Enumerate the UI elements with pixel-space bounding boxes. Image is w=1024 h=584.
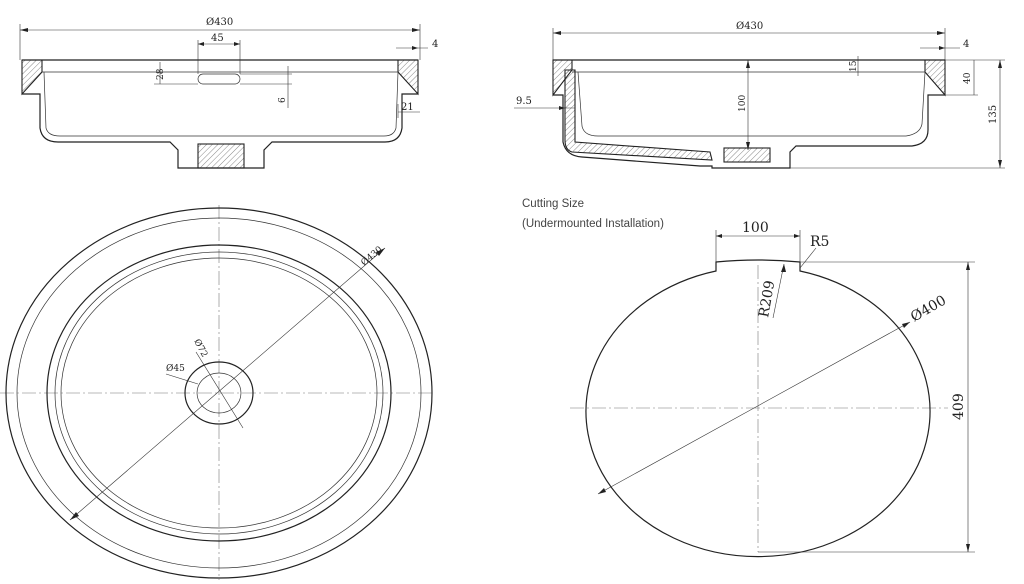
front-overflow-width: 45 [211, 33, 224, 44]
front-dia-label: Ø430 [206, 17, 233, 28]
cutting-title: Cutting Size [522, 198, 585, 210]
side-rim-thickness: 4 [963, 39, 969, 50]
cutting-height: 409 [951, 393, 967, 420]
cutting-size-view: 100 R5 R209 Ø400 409 [570, 220, 975, 558]
cutting-diameter: Ø400 [908, 293, 949, 326]
front-wall-dim: 21 [401, 102, 414, 113]
front-overflow-height: 28 [156, 68, 166, 80]
cutting-notch-width: 100 [742, 220, 769, 236]
cutting-arc-radius: R209 [756, 279, 778, 318]
side-rim-height: 40 [963, 72, 973, 84]
side-total-height: 135 [988, 105, 999, 124]
cutting-notch-radius: R5 [810, 234, 829, 250]
side-inner-depth: 100 [738, 95, 748, 112]
side-overflow-width: 9.5 [516, 96, 532, 107]
front-rim-thickness: 4 [432, 39, 438, 50]
side-top-depth: 15 [849, 60, 859, 72]
top-plan-view: Ø430 Ø72 Ø45 [0, 205, 434, 580]
front-section-view: Ø430 45 28 6 4 [19, 17, 438, 169]
side-section-view: Ø430 4 15 40 135 100 [514, 21, 1005, 169]
cutting-subtitle: (Undermounted Installation) [522, 218, 664, 230]
front-overflow-offset: 6 [278, 97, 288, 103]
top-waste-outer: Ø72 [191, 337, 210, 359]
top-waste-inner: Ø45 [166, 363, 185, 374]
side-dia-label: Ø430 [736, 21, 763, 32]
